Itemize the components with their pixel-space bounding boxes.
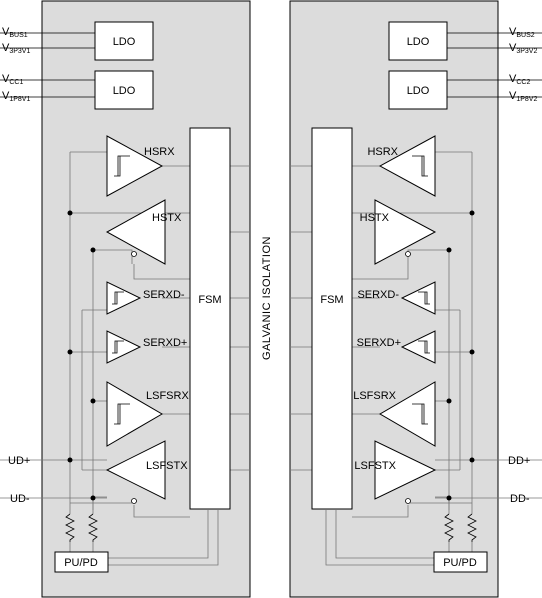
lsfstx-right-buffer bbox=[374, 440, 437, 500]
hstx-right-buffer bbox=[374, 199, 437, 265]
ldo-left-1 bbox=[94, 21, 154, 61]
serxd-minus-right-buffer bbox=[400, 281, 436, 315]
serxd-plus-left-hysteresis-icon bbox=[112, 340, 124, 354]
pin-dd-minus: DD- bbox=[510, 493, 530, 505]
serxd-minus-right-hysteresis-icon bbox=[418, 291, 430, 305]
resistor-left-2 bbox=[88, 513, 98, 542]
pin-v3p3v2: V3P3V2 bbox=[509, 42, 537, 55]
serxd-plus-right-buffer bbox=[400, 330, 436, 364]
pin-v1p8v1: V1P8V1 bbox=[2, 90, 30, 103]
serxd-minus-left-buffer bbox=[106, 281, 142, 315]
resistor-right-2 bbox=[444, 513, 454, 542]
ldo-right-2-label: LDO bbox=[407, 85, 430, 97]
pin-v3p3v1: V3P3V1 bbox=[2, 42, 30, 55]
pupd-right bbox=[433, 551, 488, 573]
pin-ud-plus: UD+ bbox=[8, 455, 30, 467]
lsfsrx-left-label: LSFSRX bbox=[146, 390, 189, 402]
serxd-plus-right-label: SERXD+ bbox=[357, 337, 401, 349]
pin-vbus1: VBUS1 bbox=[2, 26, 28, 39]
lsfsrx-left-hysteresis-icon bbox=[114, 403, 130, 425]
lsfsrx-right-buffer bbox=[379, 381, 436, 447]
hstx-left-label: HSTX bbox=[152, 212, 182, 224]
pupd-left-label: PU/PD bbox=[64, 557, 98, 569]
ldo-right-1-label: LDO bbox=[407, 36, 430, 48]
resistor-right-1 bbox=[467, 513, 477, 542]
resistor-left-1 bbox=[65, 513, 75, 542]
pin-dd-plus: DD+ bbox=[508, 455, 530, 467]
fsm-left bbox=[189, 127, 231, 510]
pin-vbus2: VBUS2 bbox=[509, 26, 535, 39]
fsm-left-label: FSM bbox=[198, 294, 221, 306]
hstx-left-buffer bbox=[105, 199, 166, 265]
hsrx-right-buffer bbox=[378, 135, 436, 197]
serxd-minus-left-hysteresis-icon bbox=[112, 291, 124, 305]
ldo-left-2 bbox=[94, 70, 154, 110]
lsfsrx-right-label: LSFSRX bbox=[353, 390, 396, 402]
hsrx-left-hysteresis-icon bbox=[114, 155, 130, 177]
pin-vcc2: VCC2 bbox=[509, 73, 530, 86]
serxd-minus-left-label: SERXD- bbox=[143, 289, 185, 301]
ldo-right-1 bbox=[388, 21, 448, 61]
serxd-plus-right-hysteresis-icon bbox=[418, 340, 430, 354]
lsfsrx-left-buffer bbox=[106, 381, 163, 447]
fsm-right-label: FSM bbox=[320, 294, 343, 306]
galvanic-isolation-label: GALVANIC ISOLATION bbox=[261, 236, 273, 360]
hsrx-right-label: HSRX bbox=[367, 146, 398, 158]
hsrx-left-label: HSRX bbox=[144, 146, 175, 158]
pupd-left bbox=[54, 551, 109, 573]
serxd-plus-left-label: SERXD+ bbox=[143, 337, 187, 349]
hsrx-right-hysteresis-icon bbox=[412, 155, 428, 177]
pin-v1p8v2: V1P8V2 bbox=[509, 90, 537, 103]
fsm-right bbox=[311, 127, 353, 510]
serxd-plus-left-buffer bbox=[106, 330, 142, 364]
ldo-right-2 bbox=[388, 70, 448, 110]
ldo-left-2-label: LDO bbox=[113, 85, 136, 97]
hsrx-left-buffer bbox=[106, 135, 164, 197]
pupd-right-label: PU/PD bbox=[443, 557, 477, 569]
pin-vcc1: VCC1 bbox=[2, 73, 23, 86]
lsfsrx-right-hysteresis-icon bbox=[412, 403, 428, 425]
pin-ud-minus: UD- bbox=[10, 493, 30, 505]
lsfstx-left-buffer bbox=[105, 440, 166, 500]
hstx-right-label: HSTX bbox=[360, 212, 390, 224]
lsfstx-left-label: LSFSTX bbox=[146, 460, 188, 472]
ldo-left-1-label: LDO bbox=[113, 36, 136, 48]
lsfstx-right-label: LSFSTX bbox=[354, 460, 396, 472]
serxd-minus-right-label: SERXD- bbox=[357, 289, 399, 301]
